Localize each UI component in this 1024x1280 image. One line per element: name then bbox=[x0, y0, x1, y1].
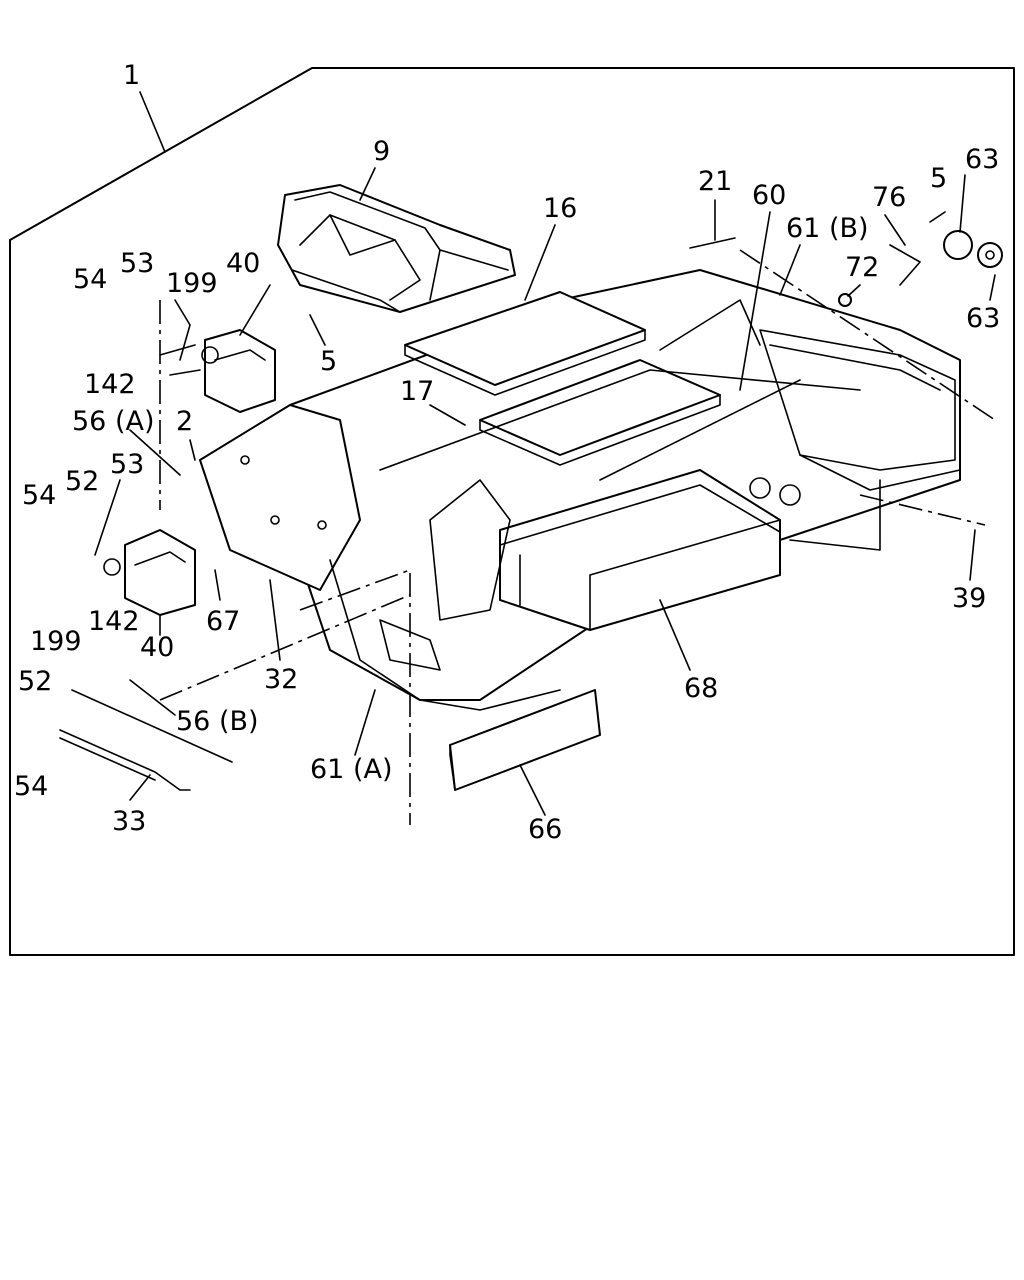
callout-52-mid: 52 bbox=[65, 466, 99, 497]
callout-68: 68 bbox=[684, 673, 718, 704]
callout-54-bottom: 54 bbox=[14, 771, 48, 802]
callout-5-mid: 5 bbox=[320, 346, 337, 377]
callout-199-top: 199 bbox=[166, 268, 218, 299]
callout-2: 2 bbox=[176, 406, 193, 437]
callout-53-mid: 53 bbox=[110, 449, 144, 480]
callout-17: 17 bbox=[400, 376, 434, 407]
callout-54-mid: 54 bbox=[22, 480, 56, 511]
callout-199-bottom: 199 bbox=[30, 626, 82, 657]
callout-53-top: 53 bbox=[120, 248, 154, 279]
assembly-frame bbox=[9, 67, 1015, 956]
callout-142-top: 142 bbox=[84, 369, 136, 400]
callout-40-bottom: 40 bbox=[140, 632, 174, 663]
callout-39: 39 bbox=[952, 583, 986, 614]
callout-56a: 56 (A) bbox=[72, 406, 154, 437]
callout-60: 60 bbox=[752, 180, 786, 211]
link-rod-part bbox=[59, 689, 233, 791]
callout-33: 33 bbox=[112, 806, 146, 837]
actuator-upper-part bbox=[159, 299, 276, 413]
callout-16: 16 bbox=[543, 193, 577, 224]
callout-52-bottom: 52 bbox=[18, 666, 52, 697]
top-cover-part bbox=[277, 184, 516, 313]
reference-lines bbox=[159, 249, 996, 825]
callout-5-top: 5 bbox=[930, 163, 947, 194]
callout-9: 9 bbox=[373, 136, 390, 167]
callout-61b: 61 (B) bbox=[786, 213, 869, 244]
callout-72: 72 bbox=[845, 252, 879, 283]
callout-21: 21 bbox=[698, 166, 732, 197]
main-housing-part bbox=[199, 269, 961, 711]
callout-61a: 61 (A) bbox=[310, 754, 392, 785]
callout-142-bottom: 142 bbox=[88, 606, 140, 637]
callout-56b: 56 (B) bbox=[176, 706, 259, 737]
right-hardware-parts bbox=[689, 211, 1003, 307]
callout-63-top: 63 bbox=[965, 144, 999, 175]
callout-66: 66 bbox=[528, 814, 562, 845]
lower-filter-panel-part bbox=[449, 689, 601, 791]
callout-labels: 1 9 16 21 60 61 (B) 76 5 63 72 63 54 53 … bbox=[14, 60, 1000, 845]
callout-1: 1 bbox=[123, 60, 140, 91]
callout-32: 32 bbox=[264, 664, 298, 695]
callout-67: 67 bbox=[206, 606, 240, 637]
actuator-lower-part bbox=[103, 529, 196, 616]
leader-lines bbox=[94, 91, 996, 816]
callout-76: 76 bbox=[872, 182, 906, 213]
callout-63-bottom: 63 bbox=[966, 303, 1000, 334]
callout-54-top: 54 bbox=[73, 264, 107, 295]
callout-40-top: 40 bbox=[226, 248, 260, 279]
